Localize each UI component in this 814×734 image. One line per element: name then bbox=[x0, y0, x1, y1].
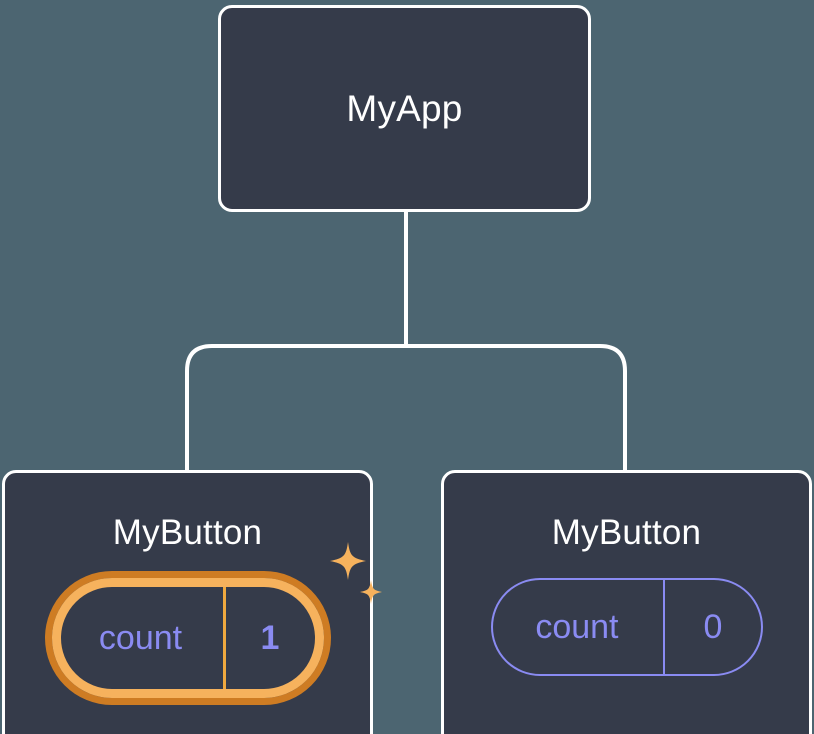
node-myapp[interactable]: MyApp bbox=[218, 5, 591, 212]
node-mybutton-left[interactable]: MyButton count 1 bbox=[2, 470, 382, 734]
state-pill[interactable]: count 0 bbox=[490, 578, 763, 676]
state-key: count bbox=[98, 619, 183, 657]
state-key: count bbox=[535, 608, 619, 646]
state-pill-wrapper: count 1 bbox=[51, 542, 382, 698]
node-title: MyButton bbox=[112, 513, 263, 552]
node-mybutton-right[interactable]: MyButton count 0 bbox=[441, 470, 812, 734]
edge-child-bus bbox=[185, 344, 627, 470]
sparkles-icon bbox=[329, 542, 382, 604]
state-pill-highlighted[interactable]: count 1 bbox=[51, 578, 324, 698]
state-value: 1 bbox=[222, 587, 315, 689]
node-title: MyButton bbox=[551, 513, 702, 552]
state-pill-wrapper: count 0 bbox=[490, 578, 763, 676]
node-title: MyApp bbox=[346, 88, 463, 129]
state-value: 0 bbox=[663, 580, 760, 674]
